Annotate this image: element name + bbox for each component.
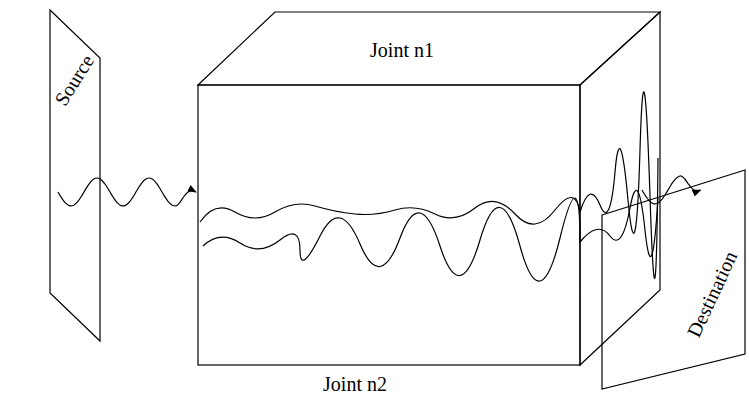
block-front-face [198, 85, 580, 365]
plane-outline [50, 10, 100, 341]
plane-label: Source [51, 51, 97, 109]
joint-label: Joint n1 [370, 40, 434, 60]
source-plane: Source [48, 8, 103, 344]
joint-block: Joint n1 Joint n2 [198, 12, 660, 397]
plane-label: Destination [683, 248, 740, 340]
block-top-face [198, 12, 660, 85]
joint-surface-upper [200, 92, 658, 279]
block-right-face [580, 12, 660, 365]
wave-arrow [58, 178, 196, 206]
joint-surface-lower [203, 190, 658, 281]
joint-label: Joint n2 [323, 374, 387, 394]
plane-outline [602, 170, 745, 389]
destination-plane: Destination [600, 168, 748, 392]
